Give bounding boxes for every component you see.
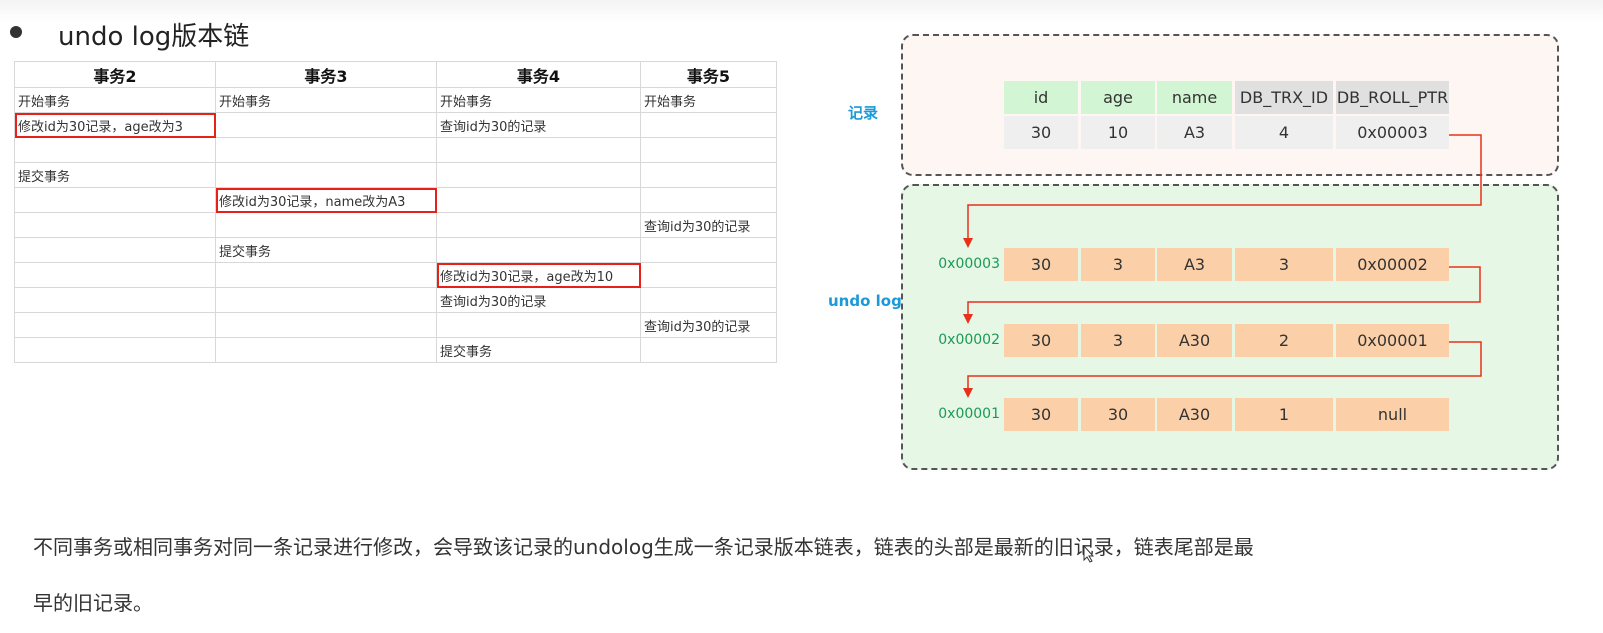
table-cell — [215, 212, 437, 238]
bullet-icon — [10, 26, 22, 38]
table-cell — [215, 137, 437, 163]
paragraph-line-1: 不同事务或相同事务对同一条记录进行修改，会导致该记录的undolog生成一条记录… — [33, 535, 1254, 559]
column-header: 事务4 — [436, 61, 641, 88]
table-cell: 修改id为30记录，name改为A3 — [215, 187, 437, 213]
undo-value-cell: 0x00002 — [1336, 248, 1449, 281]
table-row: 查询id为30的记录 — [14, 312, 777, 338]
table-cell — [436, 237, 641, 263]
table-row: 提交事务 — [14, 162, 777, 188]
table-cell: 开始事务 — [640, 87, 777, 113]
table-cell: 修改id为30记录，age改为3 — [14, 112, 216, 138]
undo-value-cell: A3 — [1157, 248, 1232, 281]
record-value-cell: 10 — [1081, 116, 1155, 149]
column-header: 事务2 — [14, 61, 216, 88]
arrow-0x00003-to-0x00002 — [963, 266, 1481, 324]
column-header: 事务3 — [215, 61, 437, 88]
column-header: 事务5 — [640, 61, 777, 88]
undo-value-cell: 3 — [1081, 324, 1155, 357]
table-cell — [436, 312, 641, 338]
undo-log-label: undo log — [828, 292, 902, 310]
table-cell — [640, 337, 777, 363]
undo-value-cell: 2 — [1235, 324, 1333, 357]
table-row: 查询id为30的记录 — [14, 287, 777, 313]
undo-value-cell: 30 — [1004, 248, 1078, 281]
table-cell — [215, 312, 437, 338]
record-header-cell: DB_ROLL_PTR — [1336, 81, 1449, 114]
record-value-cell: 0x00003 — [1336, 116, 1449, 149]
undo-address: 0x00001 — [938, 406, 1000, 422]
table-cell: 开始事务 — [436, 87, 641, 113]
table-row: 修改id为30记录，age改为3 查询id为30的记录 — [14, 112, 777, 138]
record-value-cell: A3 — [1157, 116, 1232, 149]
record-header-cell: age — [1081, 81, 1155, 114]
record-value-cell: 30 — [1004, 116, 1078, 149]
table-cell — [14, 137, 216, 163]
table-cell — [14, 212, 216, 238]
table-cell: 查询id为30的记录 — [640, 212, 777, 238]
undo-value-cell: 0x00001 — [1336, 324, 1449, 357]
table-cell — [436, 212, 641, 238]
table-cell: 查询id为30的记录 — [640, 312, 777, 338]
record-header-cell: name — [1157, 81, 1232, 114]
table-cell — [14, 312, 216, 338]
table-row: 提交事务 — [14, 337, 777, 363]
undo-address: 0x00003 — [938, 256, 1000, 272]
table-cell — [215, 337, 437, 363]
table-cell: 提交事务 — [436, 337, 641, 363]
undo-value-cell: 30 — [1004, 398, 1078, 431]
table-cell — [640, 112, 777, 138]
record-value-cell: 4 — [1235, 116, 1333, 149]
table-cell: 提交事务 — [14, 162, 216, 188]
undo-value-cell: 30 — [1081, 398, 1155, 431]
table-cell — [640, 162, 777, 188]
top-bar — [0, 0, 1603, 22]
record-header-cell: id — [1004, 81, 1078, 114]
table-row — [14, 137, 777, 163]
slide-title: undo log版本链 — [58, 22, 250, 52]
table-cell — [14, 287, 216, 313]
table-cell: 查询id为30的记录 — [436, 112, 641, 138]
undo-value-cell: 3 — [1081, 248, 1155, 281]
table-cell: 开始事务 — [215, 87, 437, 113]
table-row: 提交事务 — [14, 237, 777, 263]
table-cell — [640, 287, 777, 313]
undo-address: 0x00002 — [938, 332, 1000, 348]
table-cell — [640, 237, 777, 263]
undo-value-cell: null — [1336, 398, 1449, 431]
arrow-0x00002-to-0x00001 — [963, 341, 1482, 398]
table-row: 查询id为30的记录 — [14, 212, 777, 238]
table-cell — [14, 237, 216, 263]
record-label: 记录 — [848, 104, 879, 122]
record-header-cell: DB_TRX_ID — [1235, 81, 1333, 114]
arrow-record-to-0x00003 — [963, 134, 1482, 248]
mouse-cursor-icon — [1083, 545, 1095, 563]
undo-value-cell: 1 — [1235, 398, 1333, 431]
undo-value-cell: 3 — [1235, 248, 1333, 281]
undo-value-cell: A30 — [1157, 398, 1232, 431]
paragraph-line-2: 早的旧记录。 — [33, 591, 153, 615]
table-cell: 开始事务 — [14, 87, 216, 113]
undo-value-cell: A30 — [1157, 324, 1232, 357]
table-row: 开始事务开始事务开始事务开始事务 — [14, 87, 777, 113]
undo-value-cell: 30 — [1004, 324, 1078, 357]
